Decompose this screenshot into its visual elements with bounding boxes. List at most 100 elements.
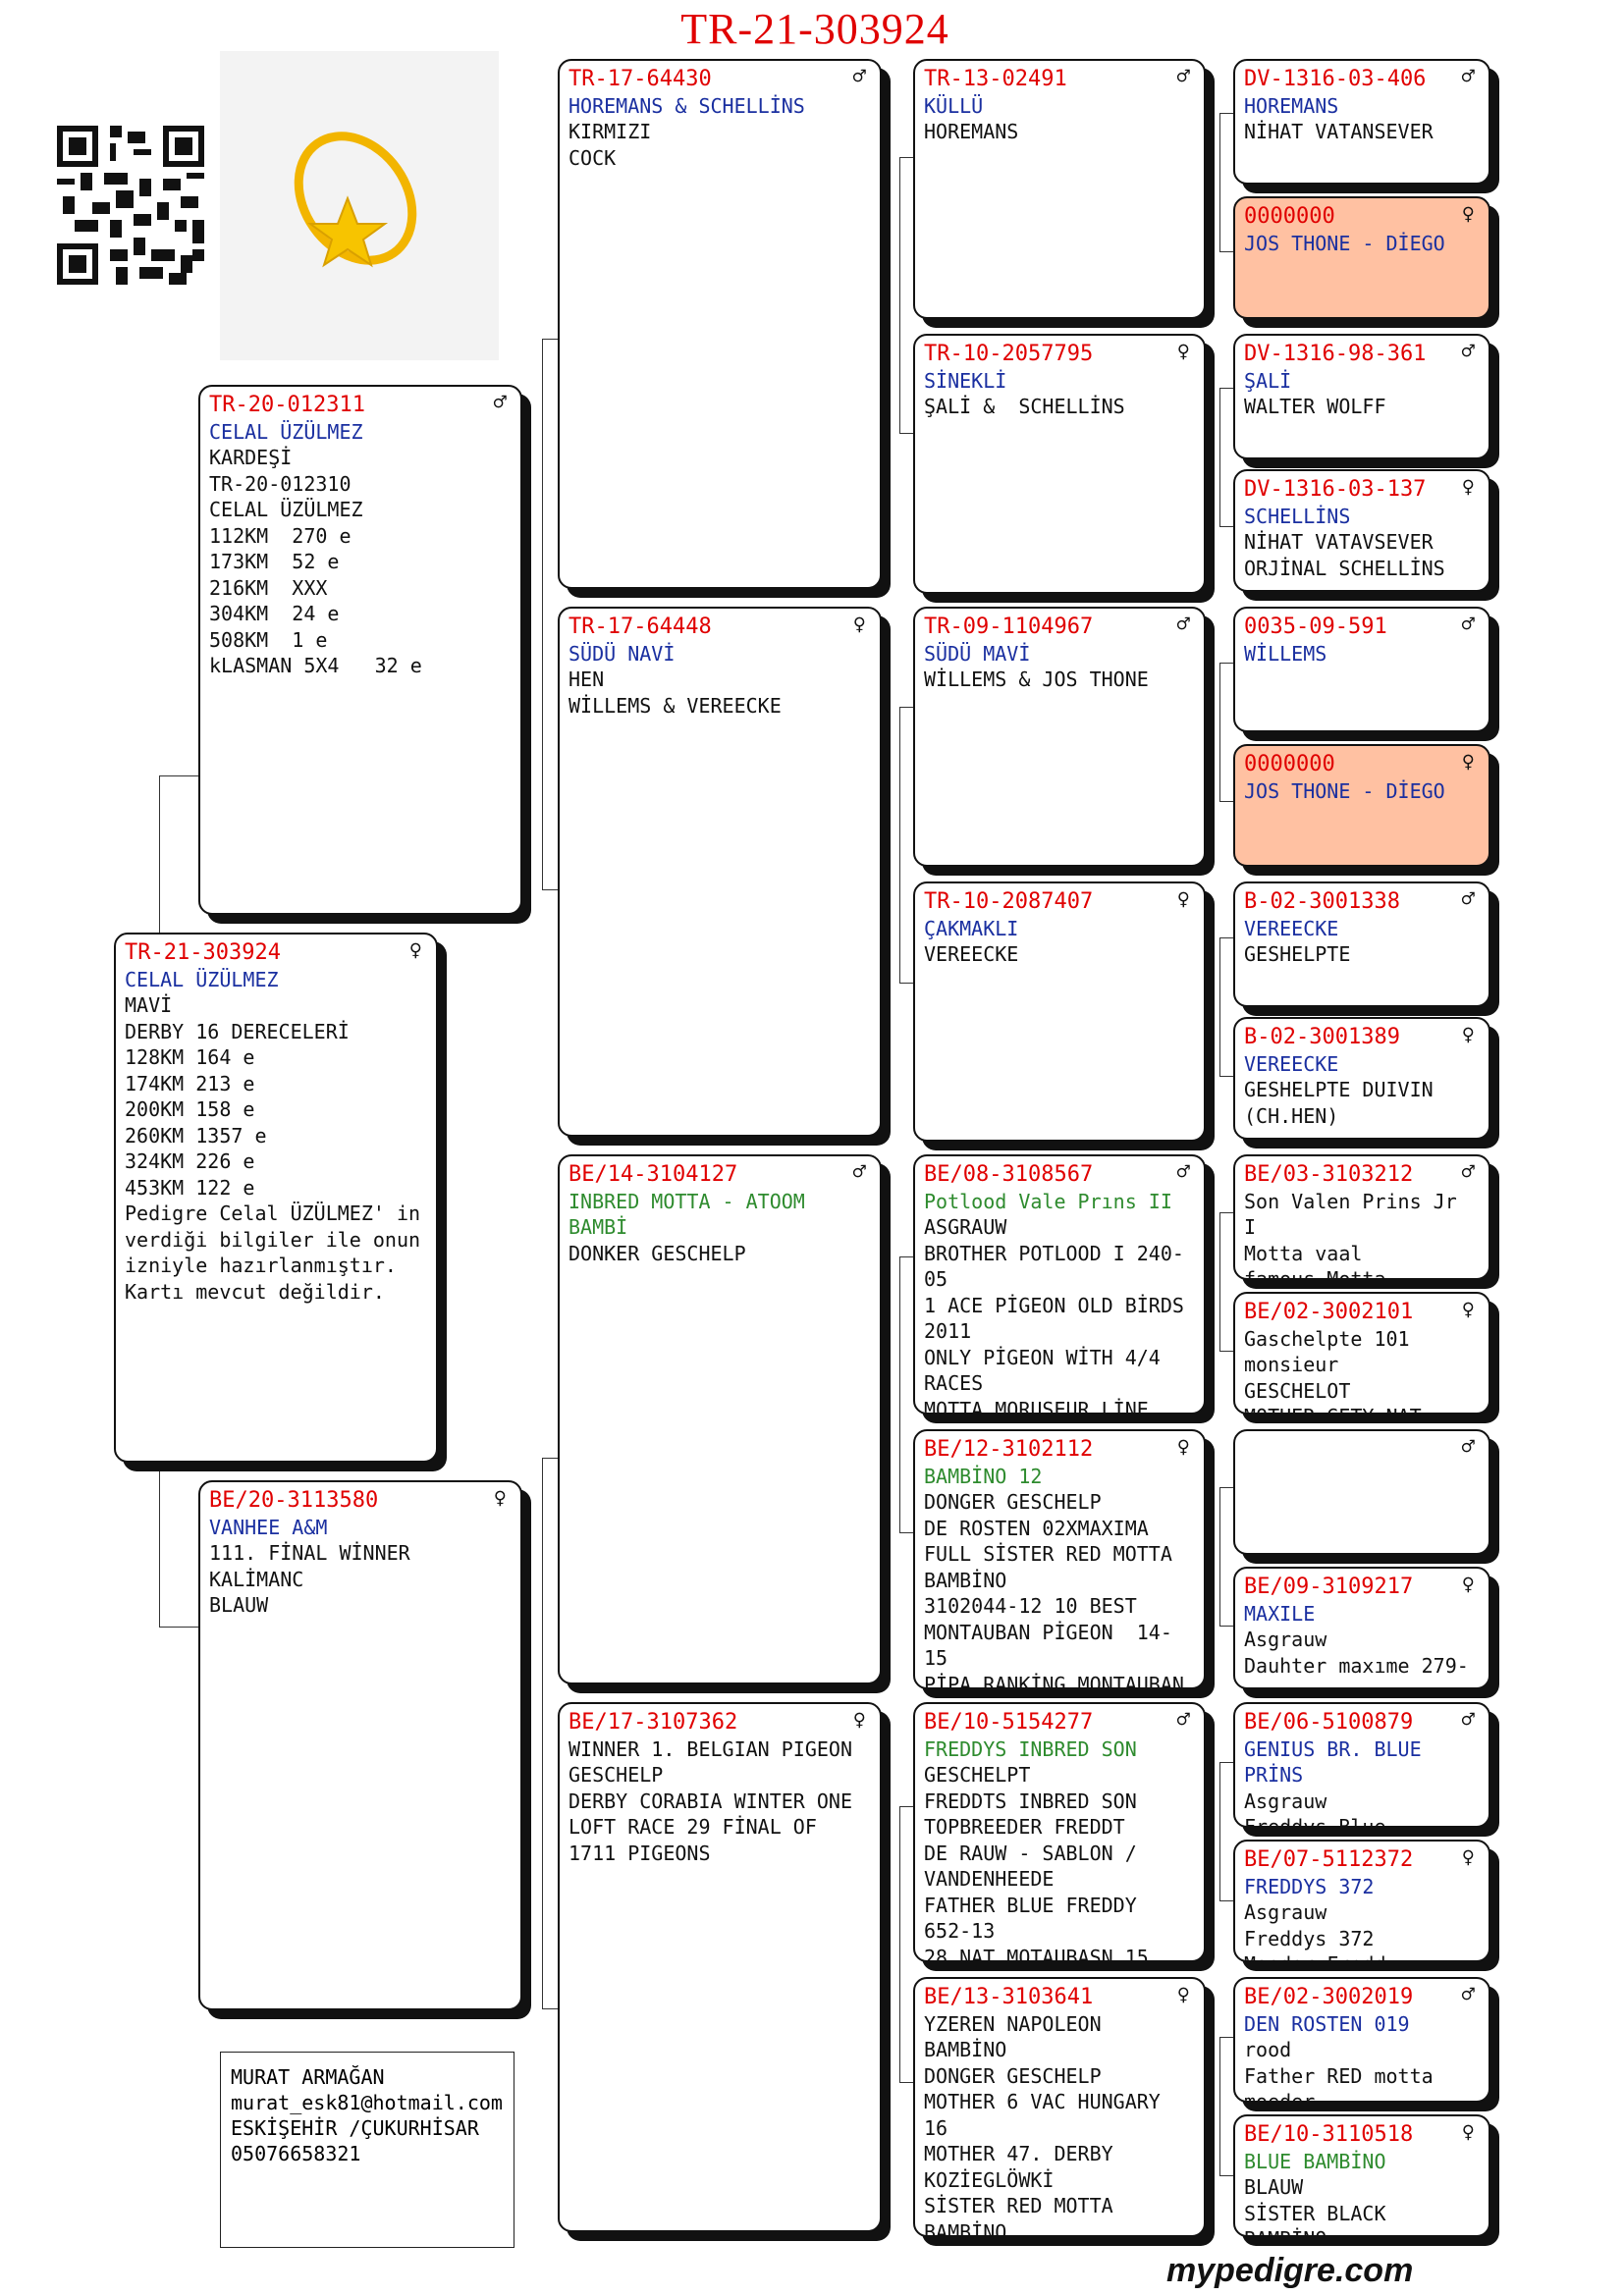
pigeon-info: MOTHER 47. DERBY KOZİEGLÖWKİ bbox=[924, 2142, 1125, 2192]
bracket-gen2-lower bbox=[542, 1458, 559, 2009]
male-symbol-icon: ♂ bbox=[1461, 1435, 1475, 1460]
pigeon-info: SİSTER BLACK BAMBİNO bbox=[1244, 2201, 1386, 2236]
pigeon-info: DERBY 16 DERECELERİ bbox=[125, 1019, 350, 1043]
pigeon-info: 128KM 164 e bbox=[125, 1045, 255, 1069]
star-ring-icon bbox=[294, 132, 417, 268]
pigeon-name: FREDDYS INBRED SON bbox=[924, 1736, 1137, 1761]
ring-number: TR-09-1104967 bbox=[924, 614, 1094, 639]
pigeon-name: SİNEKLİ bbox=[924, 368, 1007, 393]
ring-number: BE/08-3108567 bbox=[924, 1162, 1094, 1187]
pigeon-name: SCHELLİNS bbox=[1244, 504, 1351, 528]
pigeon-info: rood bbox=[1244, 2038, 1292, 2061]
ring-number: TR-17-64448 bbox=[568, 614, 712, 639]
pigeon-name: SÜDÜ NAVİ bbox=[568, 641, 676, 666]
ring-number: DV-1316-98-361 bbox=[1244, 342, 1427, 366]
pigeon-name: MAXILE bbox=[1244, 1601, 1316, 1626]
pigeon-info: Father RED motta bbox=[1244, 2063, 1434, 2088]
pigeon-info: NİHAT VATANSEVER bbox=[1244, 120, 1434, 143]
breeder-phone: 05076658321 bbox=[231, 2142, 361, 2165]
ring-number: B-02-3001389 bbox=[1244, 1025, 1400, 1049]
ring-number: TR-10-2057795 bbox=[924, 342, 1094, 366]
male-symbol-icon: ♂ bbox=[1176, 613, 1190, 637]
pigeon-info: 453KM 122 e bbox=[125, 1175, 255, 1200]
pigeon-info: 304KM 24 e bbox=[209, 602, 340, 625]
female-symbol-icon: ♀ bbox=[408, 938, 422, 963]
pigeon-info: WİLLEMS & JOS THONE bbox=[924, 667, 1149, 691]
pigeon-info: 111. FİNAL WİNNER KALİMANC bbox=[209, 1541, 422, 1591]
pigeon-info: BLAUW bbox=[1244, 2175, 1304, 2199]
bracket-gen4-h bbox=[1219, 2037, 1234, 2176]
pigeon-info: Freddys Blue bbox=[1244, 1815, 1386, 1828]
pigeon-info: 216KM XXX bbox=[209, 575, 328, 600]
pigeon-info: TR-20-012310 bbox=[209, 471, 352, 496]
female-symbol-icon: ♀ bbox=[1461, 1573, 1475, 1597]
pigeon-name: HOREMANS bbox=[1244, 93, 1339, 118]
pigeon-name: DEN ROSTEN 019 bbox=[1244, 2011, 1410, 2036]
pigeon-name: GENIUS BR. BLUE PRİNS bbox=[1244, 1736, 1434, 1788]
pigeon-info: DONGER GESCHELP bbox=[924, 2063, 1102, 2088]
pedigree-card: ♂ bbox=[1233, 1429, 1490, 1555]
pigeon-name: Potlood Vale Prıns II bbox=[924, 1189, 1172, 1213]
pigeon-name: VEREECKE bbox=[1244, 916, 1339, 940]
pigeon-info: Asgrauw bbox=[1244, 1628, 1327, 1651]
pigeon-info: 508KM 1 e bbox=[209, 627, 328, 652]
ring-number: TR-20-012311 bbox=[209, 393, 365, 417]
male-symbol-icon: ♂ bbox=[852, 1160, 866, 1185]
ring-number: BE/09-3109217 bbox=[1244, 1575, 1414, 1599]
male-symbol-icon: ♂ bbox=[1176, 1708, 1190, 1733]
pigeon-info: FULL SİSTER RED MOTTA BAMBİNO bbox=[924, 1542, 1184, 1592]
pigeon-name: CELAL ÜZÜLMEZ bbox=[125, 967, 279, 991]
female-symbol-icon: ♀ bbox=[1461, 475, 1475, 500]
female-symbol-icon: ♀ bbox=[1176, 1435, 1190, 1460]
ring-number: BE/02-3002019 bbox=[1244, 1985, 1414, 2009]
pigeon-name: JOS THONE - DİEGO bbox=[1244, 231, 1445, 255]
pigeon-info: TOPBREEDER FREDDT bbox=[924, 1815, 1125, 1839]
male-symbol-icon: ♂ bbox=[1461, 1160, 1475, 1185]
pigeon-info: SİSTER RED MOTTA BAMBİNO bbox=[924, 2194, 1125, 2237]
pigeon-info: WİLLEMS & VEREECKE bbox=[568, 693, 782, 718]
pigeon-name: KÜLLÜ bbox=[924, 93, 984, 118]
male-symbol-icon: ♂ bbox=[1461, 1708, 1475, 1733]
ring-number: BE/14-3104127 bbox=[568, 1162, 738, 1187]
pigeon-name: SÜDÜ MAVİ bbox=[924, 641, 1031, 666]
pigeon-info: KARDEŞİ bbox=[209, 446, 293, 469]
male-symbol-icon: ♂ bbox=[1461, 340, 1475, 364]
pigeon-info: ASGRAUW bbox=[924, 1215, 1007, 1239]
male-symbol-icon: ♂ bbox=[1176, 65, 1190, 89]
ring-number: BE/06-5100879 bbox=[1244, 1710, 1414, 1735]
pigeon-info: WINNER 1. BELGIAN PIGEON GESCHELP bbox=[568, 1736, 865, 1788]
bracket-gen4-d bbox=[1219, 937, 1234, 1077]
pigeon-info: monsieur bbox=[1244, 1353, 1339, 1376]
bracket-gen2-upper bbox=[542, 339, 559, 890]
pigeon-info: moeder bbox=[1244, 2090, 1316, 2103]
pigeon-info: NİHAT VATAVSEVER bbox=[1244, 530, 1434, 554]
male-symbol-icon: ♂ bbox=[1461, 887, 1475, 912]
pigeon-info: 1 ACE PİGEON OLD BİRDS 2011 bbox=[924, 1293, 1196, 1344]
pigeon-info: Gaschelpte 101 bbox=[1244, 1326, 1410, 1351]
male-symbol-icon: ♂ bbox=[1461, 1983, 1475, 2007]
ring-number: BE/07-5112372 bbox=[1244, 1847, 1414, 1872]
female-symbol-icon: ♀ bbox=[852, 1708, 866, 1733]
pigeon-info: ŞALİ & SCHELLİNS bbox=[924, 395, 1125, 418]
ring-number: 0035-09-591 bbox=[1244, 614, 1387, 639]
pigeon-name: VANHEE A&M bbox=[209, 1515, 328, 1539]
pigeon-name: VEREECKE bbox=[1244, 1051, 1339, 1076]
pigeon-name: BLUE BAMBİNO bbox=[1244, 2149, 1386, 2173]
ring-number: DV-1316-03-406 bbox=[1244, 67, 1427, 91]
ring-number: TR-13-02491 bbox=[924, 67, 1067, 91]
pigeon-info: MOTHER 6 VAC HUNGARY 16 bbox=[924, 2090, 1172, 2140]
pigeon-info: PİPA RANKİNG MONTAUBAN 50 NAT bbox=[924, 1672, 1184, 1689]
pigeon-info: GESHELPTE bbox=[1244, 942, 1351, 966]
pigeon-info: ONLY PİGEON WİTH 4/4 RACES bbox=[924, 1345, 1172, 1396]
pigeon-info: WALTER WOLFF bbox=[1244, 395, 1386, 418]
